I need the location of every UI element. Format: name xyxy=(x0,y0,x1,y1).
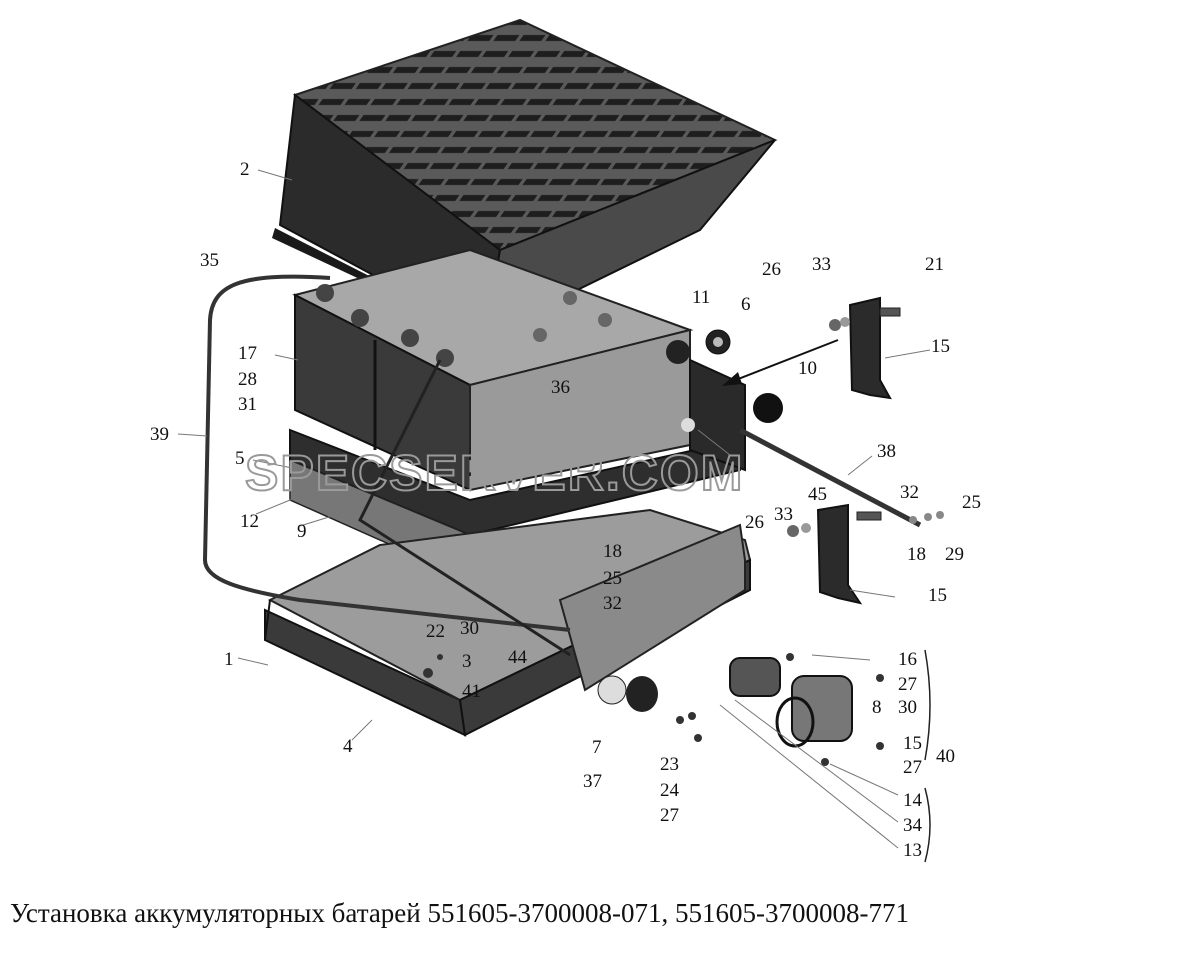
callout: 1 xyxy=(224,649,234,670)
callout: 7 xyxy=(592,737,602,758)
callout: 9 xyxy=(297,521,307,542)
callout: 31 xyxy=(238,394,257,415)
callout: 28 xyxy=(238,369,257,390)
callout: 8 xyxy=(872,697,882,718)
callout: 18 xyxy=(907,544,926,565)
bracket-15-upper xyxy=(848,296,901,400)
side-bracket xyxy=(666,340,746,472)
bracket-15-lower xyxy=(816,503,863,605)
battery-frame xyxy=(264,508,752,737)
group-bracket-13 xyxy=(924,787,931,863)
callout: 10 xyxy=(798,358,817,379)
callout: 15 xyxy=(903,733,922,754)
callout: 18 xyxy=(603,541,622,562)
callout: 6 xyxy=(741,294,751,315)
leader-lines xyxy=(177,169,931,849)
callout: 23 xyxy=(660,754,679,775)
callout: 45 xyxy=(808,484,827,505)
callout: 12 xyxy=(240,511,259,532)
callout: 25 xyxy=(603,568,622,589)
callout: 40 xyxy=(936,746,955,767)
callout: 24 xyxy=(660,780,680,801)
callout: 2 xyxy=(240,159,250,180)
callout: 22 xyxy=(426,621,445,642)
callout: 30 xyxy=(898,697,917,718)
callout: 14 xyxy=(903,790,923,811)
group-bracket-40 xyxy=(924,649,931,761)
battery-switch xyxy=(626,657,853,748)
watermark-text: SPECSERVER.COM xyxy=(245,445,744,501)
callout: 21 xyxy=(925,254,944,275)
diagram-caption: Установка аккумуляторных батарей 551605-… xyxy=(10,898,909,928)
callout: 11 xyxy=(692,287,710,308)
callout: 33 xyxy=(812,254,831,275)
callout: 4 xyxy=(343,736,353,757)
cable-39 xyxy=(202,274,571,632)
callout: 37 xyxy=(583,771,602,792)
callout: 15 xyxy=(931,336,950,357)
cap-10-icon xyxy=(753,393,783,423)
callout: 30 xyxy=(460,618,479,639)
callout: 25 xyxy=(962,492,981,513)
callout: 17 xyxy=(238,343,257,364)
callout: 32 xyxy=(603,593,622,614)
callout: 44 xyxy=(508,647,528,668)
callout: 5 xyxy=(235,448,245,469)
callout: 33 xyxy=(774,504,793,525)
callout: 26 xyxy=(762,259,781,280)
callout: 3 xyxy=(462,651,472,672)
callout: 26 xyxy=(745,512,764,533)
callout: 27 xyxy=(903,757,922,778)
callout: 35 xyxy=(200,250,219,271)
callout: 27 xyxy=(660,805,679,826)
rod-38 xyxy=(738,427,922,528)
callout: 29 xyxy=(945,544,964,565)
callout: 15 xyxy=(928,585,947,606)
bolts xyxy=(423,653,884,766)
callout: 34 xyxy=(903,815,923,836)
callout: 38 xyxy=(877,441,896,462)
callout: 41 xyxy=(462,681,481,702)
callout-labels: 2 35 26 33 21 11 6 15 17 28 31 10 36 39 … xyxy=(150,159,981,861)
callout: 32 xyxy=(900,482,919,503)
callout: 27 xyxy=(898,674,917,695)
callout: 36 xyxy=(551,377,570,398)
cable-44 xyxy=(358,359,571,657)
callout: 13 xyxy=(903,840,922,861)
callout: 16 xyxy=(898,649,917,670)
callout: 39 xyxy=(150,424,169,445)
